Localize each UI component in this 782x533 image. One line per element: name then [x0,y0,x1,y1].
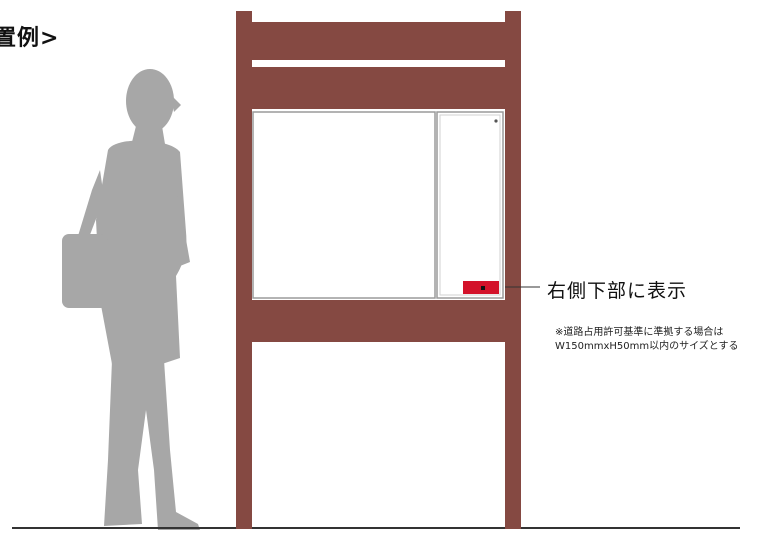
size-note-line2: W150mmxH50mm以内のサイズとする [555,341,739,352]
callout-label: 右側下部に表示 [547,280,688,302]
signboard-frame [236,11,521,529]
left-post [236,11,252,529]
bottom-rail [252,300,505,342]
display-case-right [436,111,504,299]
heading-label: 置例> [0,26,60,51]
display-case-left [252,111,436,299]
second-panel [252,67,505,109]
ground-line [12,527,740,529]
right-post [505,11,521,529]
case-knob [494,119,498,123]
person-silhouette [62,69,200,530]
top-panel [252,22,505,60]
size-note: ※道路占用許可基準に準拠する場合は W150mmxH50mm以内のサイズとする [555,326,739,354]
sign-plate-mark [481,286,485,290]
size-note-line1: ※道路占用許可基準に準拠する場合は [555,327,724,338]
